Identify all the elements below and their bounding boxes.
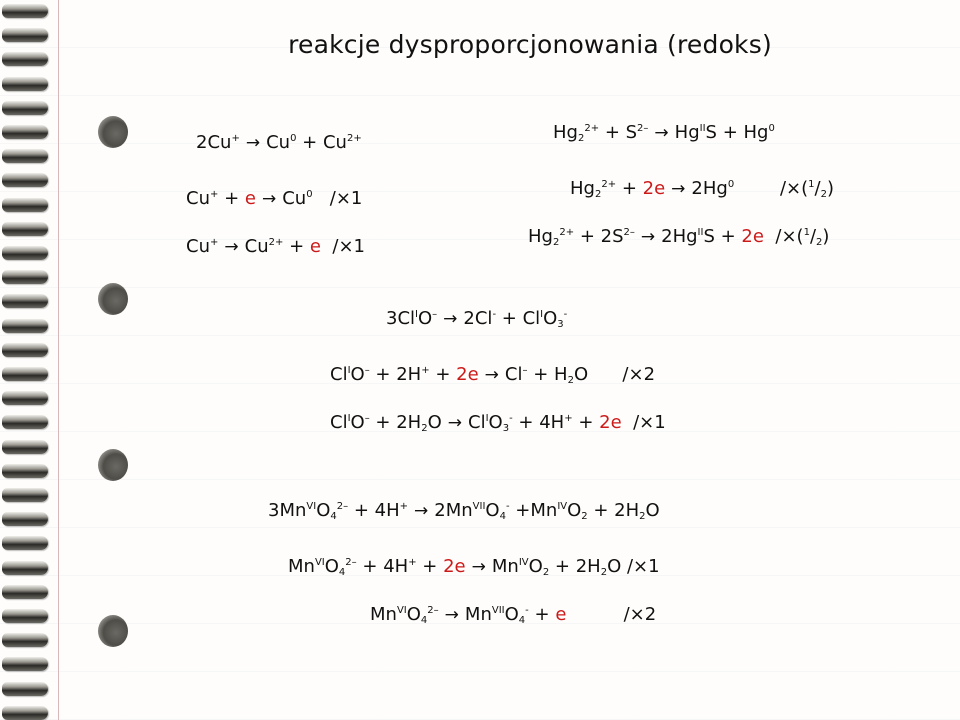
spiral-coil bbox=[2, 76, 48, 91]
spiral-coil bbox=[2, 270, 48, 285]
margin-line bbox=[58, 0, 59, 720]
spiral-coil bbox=[2, 657, 48, 672]
copper-reduction-half: Cu+ + e→Cu0 /×1 bbox=[186, 188, 363, 209]
spiral-coil bbox=[2, 246, 48, 260]
spiral-coil bbox=[2, 705, 48, 720]
punch-hole bbox=[98, 283, 128, 315]
spiral-coil bbox=[2, 584, 48, 599]
spiral-coil bbox=[2, 318, 48, 333]
spiral-coil bbox=[2, 4, 48, 18]
spiral-coil bbox=[2, 197, 48, 212]
spiral-coil bbox=[2, 463, 48, 478]
spiral-coil bbox=[2, 367, 48, 381]
spiral-binding bbox=[0, 0, 58, 720]
chlorine-reduction-half: ClIO– + 2H+ + 2e→Cl– + H2O /×2 bbox=[330, 364, 656, 386]
spiral-coil bbox=[2, 681, 48, 696]
spiral-coil bbox=[2, 173, 48, 188]
spiral-coil bbox=[2, 294, 48, 309]
spiral-coil bbox=[2, 125, 48, 139]
spiral-coil bbox=[2, 609, 48, 623]
punch-hole bbox=[98, 615, 128, 647]
spiral-coil bbox=[2, 439, 48, 454]
spiral-coil bbox=[2, 221, 48, 236]
manganese-oxidation-half: MnVIO42–→MnVIIO4- + e /×2 bbox=[370, 604, 657, 626]
spiral-coil bbox=[2, 488, 48, 502]
spiral-coil bbox=[2, 512, 48, 527]
manganese-overall-equation: 3MnVIO42– + 4H+→2MnVIIO4- +MnIVO2 + 2H2O bbox=[268, 500, 660, 522]
spiral-coil bbox=[2, 391, 48, 406]
punch-hole bbox=[98, 116, 128, 148]
spiral-coil bbox=[2, 415, 48, 430]
chlorine-oxidation-half: ClIO– + 2H2O→ClIO3- + 4H+ + 2e /×1 bbox=[330, 412, 666, 434]
spiral-coil bbox=[2, 52, 48, 67]
punch-hole bbox=[98, 449, 128, 481]
copper-overall-equation: 2Cu+→Cu0 + Cu2+ bbox=[196, 132, 362, 153]
manganese-reduction-half: MnVIO42– + 4H+ + 2e→MnIVO2 + 2H2O /×1 bbox=[288, 556, 660, 578]
chlorine-overall-equation: 3ClIO–→2Cl- + ClIO3- bbox=[386, 308, 568, 330]
page-title: reakcje dysproporcjonowania (redoks) bbox=[288, 30, 772, 59]
mercury-overall-equation: Hg22+ + S2–→HgIIS + Hg0 bbox=[553, 122, 775, 144]
mercury-reduction-half: Hg22+ + 2e→2Hg0 /×(1/2) bbox=[570, 178, 835, 200]
spiral-coil bbox=[2, 633, 48, 648]
spiral-coil bbox=[2, 28, 48, 43]
copper-oxidation-half: Cu+→Cu2+ + e /×1 bbox=[186, 236, 366, 257]
spiral-coil bbox=[2, 560, 48, 575]
mercury-oxidation-half: Hg22+ + 2S2–→2HgIIS + 2e /×(1/2) bbox=[528, 226, 830, 248]
spiral-coil bbox=[2, 149, 48, 164]
spiral-coil bbox=[2, 342, 48, 357]
spiral-coil bbox=[2, 536, 48, 551]
spiral-coil bbox=[2, 100, 48, 115]
